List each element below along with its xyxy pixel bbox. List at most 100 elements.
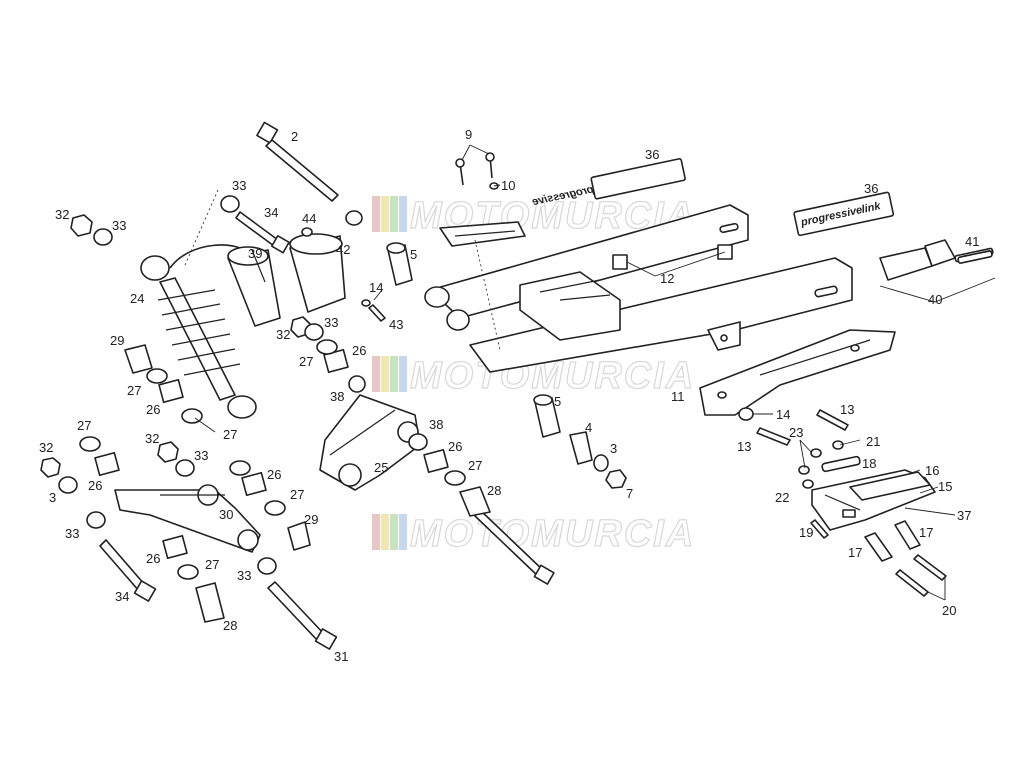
callout-40: 40 — [928, 292, 942, 307]
rocker-arm — [319, 394, 421, 491]
decal-progressive-link: progressive link — [793, 191, 895, 237]
callout-38: 38 — [330, 389, 344, 404]
callout-10: 10 — [501, 178, 515, 193]
callout-44: 44 — [302, 211, 316, 226]
watermark-stripe-1 — [372, 356, 380, 392]
callout-14: 14 — [369, 280, 383, 295]
callout-32: 32 — [145, 431, 159, 446]
watermark-stripe-1 — [372, 196, 380, 232]
chain-guide — [699, 329, 896, 416]
swingarm — [424, 204, 853, 373]
callout-29: 29 — [304, 512, 318, 527]
shock-absorber — [140, 244, 281, 419]
linkage-bolt-34 — [99, 539, 157, 602]
decal-text-accent: link — [861, 200, 883, 216]
callout-28: 28 — [223, 618, 237, 633]
chain-slider — [811, 469, 936, 531]
watermark-stripe-2 — [381, 196, 389, 232]
callout-27: 27 — [290, 487, 304, 502]
callout-26: 26 — [352, 343, 366, 358]
callout-30: 30 — [219, 507, 233, 522]
callout-13: 13 — [737, 439, 751, 454]
callout-27: 27 — [468, 458, 482, 473]
callout-20: 20 — [942, 603, 956, 618]
callout-33: 33 — [324, 315, 338, 330]
watermark-stripe-2 — [381, 356, 389, 392]
callout-leaders — [194, 144, 993, 601]
callout-27: 27 — [77, 418, 91, 433]
watermark-text: MOTOMURCIA — [410, 513, 695, 555]
callout-36: 36 — [864, 181, 878, 196]
callout-34: 34 — [264, 205, 278, 220]
callout-26: 26 — [146, 551, 160, 566]
watermark-stripe-1 — [372, 514, 380, 550]
watermark-stripe-2 — [381, 514, 389, 550]
callout-3: 3 — [610, 441, 617, 456]
callout-31: 31 — [334, 649, 348, 664]
callout-2: 2 — [291, 129, 298, 144]
watermark-stripe-3 — [390, 514, 398, 550]
connecting-rod — [114, 484, 261, 553]
callout-5: 5 — [554, 394, 561, 409]
callout-27: 27 — [205, 557, 219, 572]
callout-26: 26 — [88, 478, 102, 493]
callout-3: 3 — [49, 490, 56, 505]
callout-27: 27 — [127, 383, 141, 398]
callout-11: 11 — [671, 389, 685, 404]
callout-7: 7 — [626, 486, 633, 501]
callout-16: 16 — [925, 463, 939, 478]
callout-38: 38 — [429, 417, 443, 432]
callout-22: 22 — [775, 490, 789, 505]
callout-27: 27 — [299, 354, 313, 369]
callout-41: 41 — [965, 234, 979, 249]
callout-13: 13 — [840, 402, 854, 417]
callout-36: 36 — [645, 147, 659, 162]
shock-bolt-34 — [235, 211, 290, 254]
callout-42: 42 — [336, 242, 350, 257]
alignment-lines — [184, 189, 501, 351]
callout-18: 18 — [862, 456, 876, 471]
small-parts — [40, 152, 993, 623]
callout-15: 15 — [938, 479, 952, 494]
callout-27: 27 — [223, 427, 237, 442]
callout-39: 39 — [248, 246, 262, 261]
callout-9: 9 — [465, 127, 472, 142]
callout-37: 37 — [957, 508, 971, 523]
watermark-stripe-4 — [399, 356, 407, 392]
callout-32: 32 — [276, 327, 290, 342]
callout-33: 33 — [237, 568, 251, 583]
callout-21: 21 — [866, 434, 880, 449]
callout-12: 12 — [660, 271, 674, 286]
callout-17: 17 — [919, 525, 933, 540]
callout-26: 26 — [267, 467, 281, 482]
callout-43: 43 — [389, 317, 403, 332]
callout-19: 19 — [799, 525, 813, 540]
watermark-bottom: MOTOMURCIA — [372, 512, 695, 556]
linkage-bolt-31 — [267, 581, 338, 650]
callout-26: 26 — [448, 439, 462, 454]
callout-33: 33 — [65, 526, 79, 541]
callout-25: 25 — [374, 460, 388, 475]
swingarm-bolt-2 — [256, 121, 339, 202]
chain-slider-cover — [439, 221, 526, 247]
callout-29: 29 — [110, 333, 124, 348]
watermark-stripe-3 — [390, 196, 398, 232]
callout-33: 33 — [232, 178, 246, 193]
callout-5: 5 — [410, 247, 417, 262]
callout-32: 32 — [39, 440, 53, 455]
callout-4: 4 — [585, 420, 592, 435]
callout-33: 33 — [194, 448, 208, 463]
callout-32: 32 — [55, 207, 69, 222]
watermark-stripe-4 — [399, 196, 407, 232]
shock-cover — [289, 233, 346, 313]
callout-14: 14 — [776, 407, 790, 422]
callout-33: 33 — [112, 218, 126, 233]
watermark-stripe-3 — [390, 356, 398, 392]
callout-34: 34 — [115, 589, 129, 604]
callout-24: 24 — [130, 291, 144, 306]
callout-23: 23 — [789, 425, 803, 440]
watermark-stripe-4 — [399, 514, 407, 550]
callout-28: 28 — [487, 483, 501, 498]
